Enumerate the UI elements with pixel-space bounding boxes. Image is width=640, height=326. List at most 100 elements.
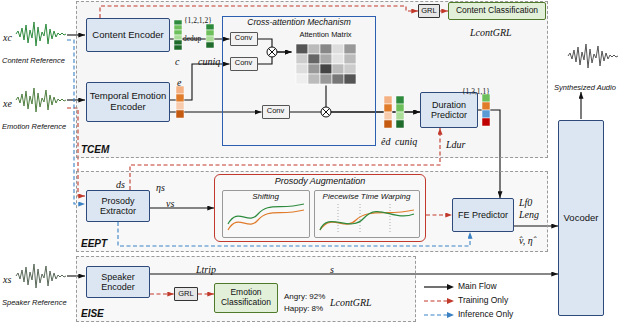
legend-line [424, 286, 448, 287]
feature-vector [396, 112, 404, 120]
math-symbol: LcontGRL [330, 297, 372, 309]
attention-grid [344, 44, 356, 54]
math-symbol: êd [381, 136, 390, 148]
feature-vector [174, 25, 182, 30]
math-symbol: xe [3, 98, 12, 110]
node-label: Temporal Emotion Encoder [89, 91, 167, 113]
attention-grid [308, 74, 320, 84]
classifier-box: Emotion Classification [214, 283, 278, 313]
attention-grid [320, 74, 332, 84]
waveform [16, 264, 66, 288]
label-anchor: Ltrip [196, 259, 216, 277]
attention-grid [296, 64, 308, 74]
legend-arrowhead [447, 312, 454, 318]
region-fill [76, 1, 548, 158]
node-label: Duration Predictor [423, 100, 475, 121]
label-anchor: Ldur [446, 134, 465, 152]
feature-vector [206, 42, 214, 48]
feature-vector [174, 45, 182, 50]
math-symbol: {1,2,1,2} [184, 17, 212, 26]
input-wire [580, 92, 581, 119]
augmentation-block: Prosody AugmentationShiftingPiecewise Ti… [214, 174, 426, 242]
node-label: Piecewise Time Warping [323, 192, 411, 201]
process-box: Prosody Extractor [86, 190, 150, 222]
label-anchor: e [177, 72, 181, 90]
legend-line [424, 314, 448, 315]
module-region: EEPT Prosody Extractor Prosody Augmentatio… [76, 171, 548, 252]
prosody-curve [228, 204, 304, 224]
legend-sample [424, 310, 454, 320]
attention-grid [332, 44, 344, 54]
math-symbol: s [330, 264, 334, 276]
annotation-text: Emotion Reference [2, 123, 66, 132]
math-symbol: vs [166, 198, 174, 210]
feature-vector [384, 120, 392, 128]
math-symbol: c [175, 56, 179, 68]
feature-vector [482, 102, 490, 110]
waveform [16, 22, 618, 288]
region-fill [76, 171, 548, 252]
legend-line [424, 300, 448, 301]
waveform [16, 88, 66, 112]
label-anchor: ηs [156, 177, 165, 195]
math-symbol: cuniq [198, 56, 220, 68]
label-anchor: s [330, 259, 334, 277]
feature-vector [482, 118, 490, 126]
node-label: Conv [235, 59, 253, 68]
math-symbol: Lf0 [519, 197, 532, 209]
attention-grid [308, 64, 320, 74]
augmentation-panel: Piecewise Time Warping [314, 190, 420, 238]
label-anchor: Content Reference [2, 49, 65, 67]
annotation-text: Speaker Reference [2, 299, 67, 308]
flow-arrow [130, 128, 440, 190]
label-anchor: v̂, η̂ [519, 230, 533, 248]
module-region: EISESpeaker EncoderGRLEmotion Classifica… [76, 256, 416, 322]
flow-arrow [440, 10, 448, 11]
math-symbol: e [177, 77, 181, 89]
waveform [16, 22, 66, 46]
node-label: Cross-attention Mechanism [247, 18, 350, 28]
label-anchor: Happy: 8% [284, 297, 323, 315]
attention-grid [296, 74, 308, 84]
label-anchor: c [175, 51, 179, 69]
classifier-box: Content Classification [448, 2, 546, 20]
label-anchor: Emotion Reference [2, 115, 66, 133]
augmentation-panel: Shifting [222, 190, 310, 238]
attention-grid [332, 54, 344, 64]
feature-vector [384, 112, 392, 120]
attention-grid [296, 54, 308, 64]
flow-arrow [150, 207, 214, 208]
flow-arrow [478, 110, 500, 198]
prosody-curve [338, 204, 390, 234]
node-label: Prosody Extractor [89, 196, 147, 217]
math-symbol: Leng [519, 209, 539, 221]
math-symbol: LcontGRL [470, 27, 512, 39]
label-anchor: LcontGRL [330, 292, 372, 310]
feature-vector [206, 36, 214, 42]
feature-vector [174, 20, 182, 25]
process-box: Temporal Emotion Encoder [86, 82, 170, 122]
input-wire [67, 35, 581, 276]
feature-vector [176, 94, 184, 102]
attention-grid [308, 44, 320, 54]
node-label: Content Encoder [92, 30, 163, 41]
flow-arrow [326, 86, 420, 113]
grl-box: GRL [174, 287, 198, 301]
feature-vector [482, 110, 490, 118]
region-label: EEPT [81, 238, 107, 250]
legend-entry: Training Only [424, 296, 508, 306]
annotation-text: Synthesized Audio [554, 84, 616, 93]
math-symbol: Ltrip [196, 264, 216, 276]
feature-vector [176, 110, 184, 118]
legend-text: Training Only [458, 296, 508, 306]
flow-arrow [198, 293, 214, 294]
node-label: Conv [267, 107, 285, 116]
attention-matrix: Attention Matrix [292, 30, 360, 86]
math-symbol: {1,3,1,1} [462, 88, 490, 97]
legend-arrowhead [447, 284, 454, 290]
attention-grid [332, 64, 344, 74]
attention-block: Cross-attention MechanismConvConvConvAtt… [222, 16, 376, 146]
waveform [568, 44, 618, 68]
label-anchor: Synthesized Audio [554, 76, 616, 94]
attention-grid [344, 64, 356, 74]
